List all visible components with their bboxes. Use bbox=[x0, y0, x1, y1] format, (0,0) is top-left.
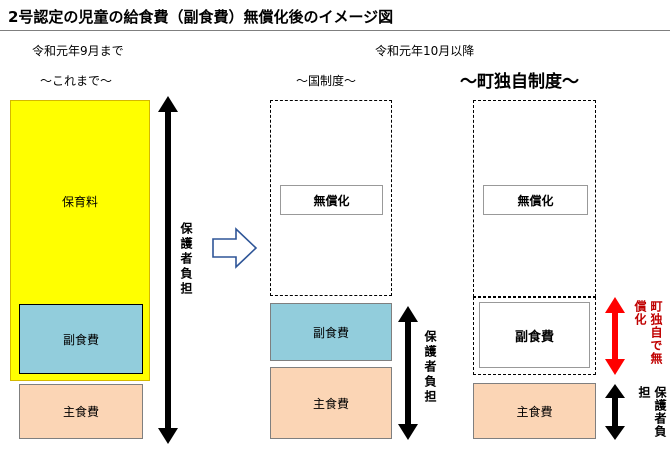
free-dashed-block-town bbox=[473, 100, 596, 297]
tuition-fee-label: 保育料 bbox=[61, 195, 98, 209]
town-free-label: 町独自で無償化 bbox=[633, 300, 663, 365]
parent-burden-label-town: 保護者負担 bbox=[637, 386, 667, 438]
after-period-label: 令和元年10月以降 bbox=[375, 44, 475, 58]
right-outline-arrow-icon bbox=[212, 227, 258, 269]
before-period-label: 令和元年9月まで bbox=[32, 44, 124, 58]
double-headed-arrow-icon bbox=[605, 297, 625, 375]
page-title: 2号認定の児童の給食費（副食費）無償化後のイメージ図 bbox=[8, 8, 394, 26]
main-food-block-town: 主食費 bbox=[473, 383, 596, 439]
main-food-label-before: 主食費 bbox=[62, 405, 99, 419]
national-subtitle: ～国制度～ bbox=[296, 74, 357, 88]
main-food-label-town: 主食費 bbox=[516, 404, 553, 419]
before-subtitle: ～これまで～ bbox=[40, 74, 113, 88]
main-food-block-national: 主食費 bbox=[270, 367, 392, 439]
free-label-box-national: 無償化 bbox=[280, 185, 383, 215]
double-headed-arrow-icon bbox=[158, 96, 178, 444]
main-food-block-before: 主食費 bbox=[19, 384, 143, 439]
double-headed-arrow-icon bbox=[398, 306, 418, 440]
side-food-box-town: 副食費 bbox=[479, 302, 590, 368]
side-food-dashed-block-town bbox=[473, 297, 596, 375]
side-food-label-before: 副食費 bbox=[62, 332, 99, 347]
parent-burden-label-before: 保護者負担 bbox=[179, 222, 193, 297]
free-dashed-block-national bbox=[270, 100, 392, 296]
main-food-label-national: 主食費 bbox=[312, 396, 349, 411]
free-label-national: 無償化 bbox=[313, 193, 350, 208]
double-headed-arrow-icon bbox=[605, 384, 625, 440]
side-food-label-town: 副食費 bbox=[514, 329, 554, 345]
parent-burden-label-national: 保護者負担 bbox=[423, 330, 437, 405]
title-divider bbox=[0, 30, 670, 31]
free-label-box-town: 無償化 bbox=[483, 185, 588, 215]
side-food-block-before: 副食費 bbox=[19, 304, 143, 374]
side-food-label-national: 副食費 bbox=[312, 325, 349, 340]
free-label-town: 無償化 bbox=[517, 193, 554, 208]
town-subtitle: ～町独自制度～ bbox=[460, 72, 579, 92]
side-food-block-national: 副食費 bbox=[270, 303, 392, 361]
